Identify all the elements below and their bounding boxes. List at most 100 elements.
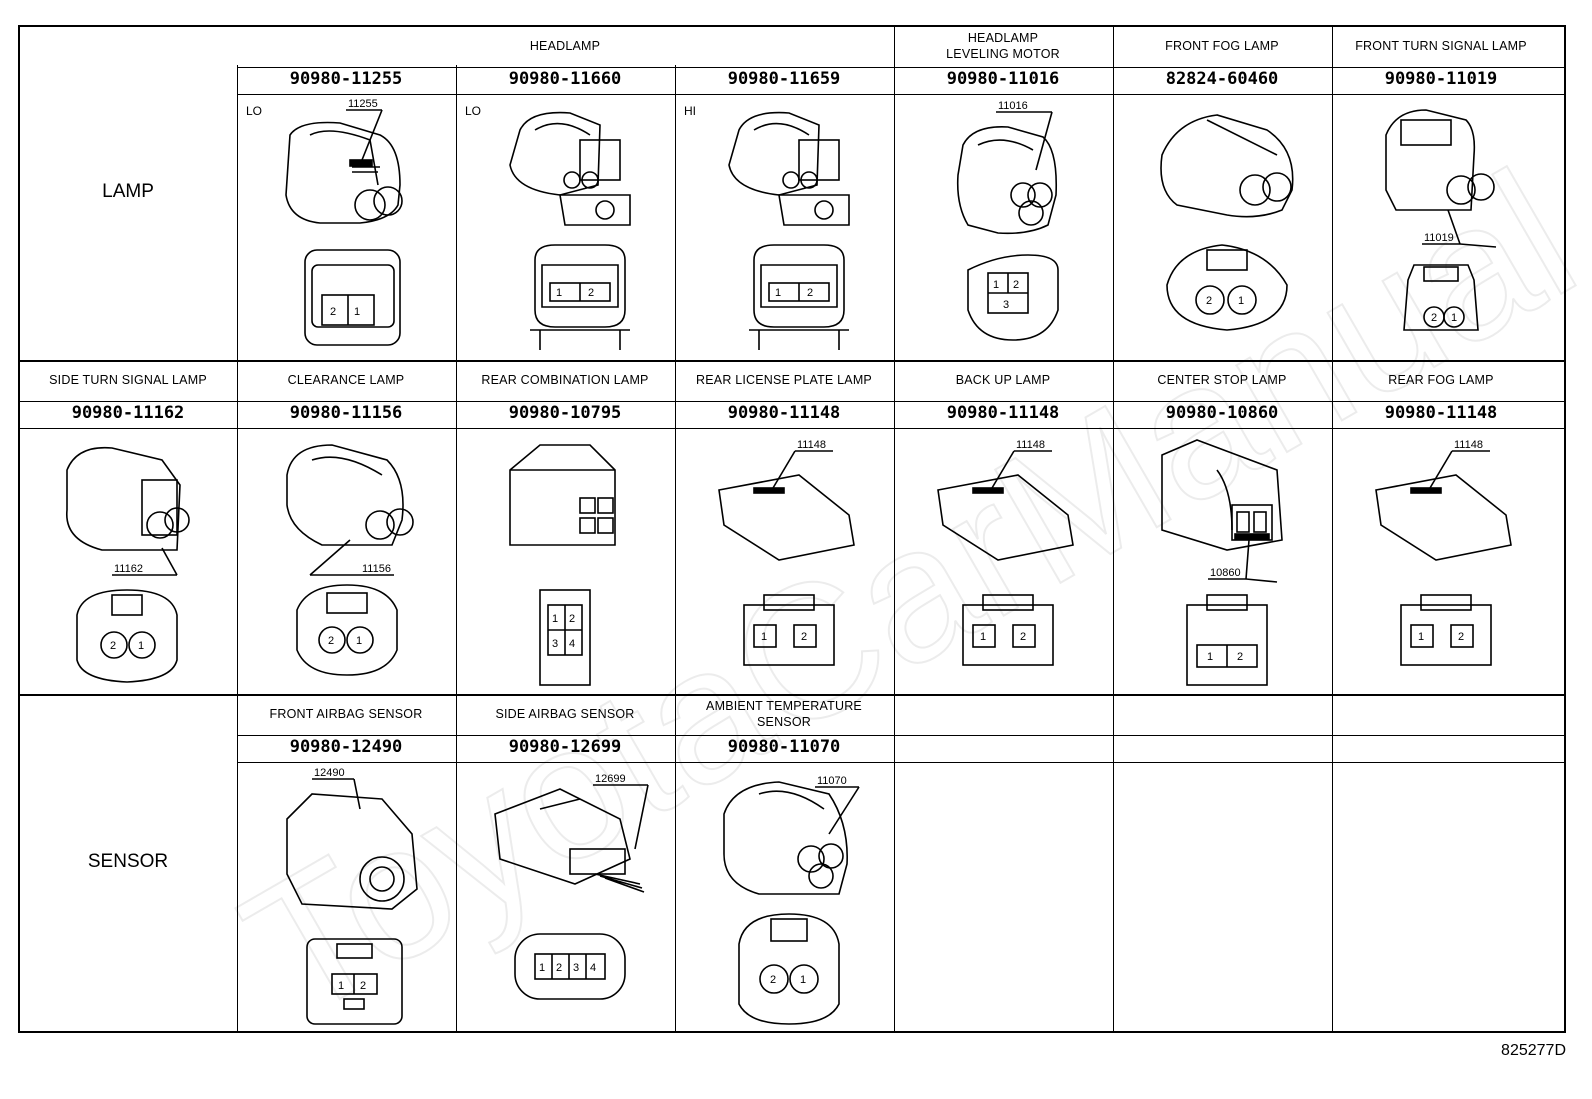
connector-table [18,25,1566,1033]
svg-text:1: 1 [1207,651,1213,663]
callout-label: 11148 [1016,439,1045,451]
svg-text:1: 1 [980,631,986,643]
header-clearance-lamp: CLEARANCE LAMP [287,373,405,387]
svg-text:2: 2 [1020,631,1026,643]
part-number: 90980-11162 [71,403,185,423]
svg-text:2: 2 [770,974,776,986]
part-number: 90980-11660 [508,69,622,89]
callout-label: 10860 [1210,567,1241,579]
part-number: 90980-11148 [1384,403,1498,423]
variant-tag: LO [246,104,263,118]
svg-text:4: 4 [569,638,575,650]
callout-label: 12699 [595,773,626,785]
svg-text:2: 2 [1237,651,1243,663]
header-rear-license-plate-lamp: REAR LICENSE PLATE LAMP [696,373,872,387]
connector-drawing: 2 1 [1137,95,1307,355]
part-number: 90980-11659 [727,69,841,89]
svg-text:1: 1 [775,287,781,299]
callout-label: 11148 [1454,439,1483,451]
svg-text:1: 1 [356,635,362,647]
svg-text:1: 1 [1418,631,1424,643]
header-side-airbag-sensor: SIDE AIRBAG SENSOR [495,707,635,721]
svg-text:1: 1 [556,287,562,299]
callout-label: 11255 [348,98,378,110]
variant-tag: LO [465,104,482,118]
connector-drawing: 11156 2 1 [262,430,432,690]
svg-text:1: 1 [1238,295,1244,307]
callout-label: 11162 [114,563,143,575]
part-number: 90980-12699 [508,737,622,757]
header-back-up-lamp: BACK UP LAMP [955,373,1051,387]
category-lamp: LAMP [102,181,154,202]
svg-text:1: 1 [1451,312,1457,324]
header-front-airbag-sensor: FRONT AIRBAG SENSOR [269,707,423,721]
connector-drawing: 11148 1 2 [699,430,869,690]
part-number: 90980-12490 [289,737,403,757]
svg-text:3: 3 [552,638,558,650]
svg-text:2: 2 [330,306,336,318]
svg-text:1: 1 [993,279,999,291]
svg-text:1: 1 [761,631,767,643]
connector-drawing: 1 2 [480,95,650,355]
part-number: 90980-10795 [508,403,622,423]
svg-text:1: 1 [552,613,558,625]
svg-text:2: 2 [801,631,807,643]
part-number: 90980-11156 [289,403,403,423]
svg-text:2: 2 [569,613,575,625]
connector-drawing: 11148 1 2 [1356,430,1526,690]
svg-text:2: 2 [1458,631,1464,643]
part-number: 90980-11148 [946,403,1060,423]
header-center-stop-lamp: CENTER STOP LAMP [1157,373,1287,387]
callout-label: 11016 [998,100,1028,112]
part-number: 90980-10860 [1165,403,1279,423]
part-number: 90980-11255 [289,69,403,89]
svg-text:2: 2 [328,635,334,647]
svg-text:1: 1 [354,306,360,318]
svg-text:4: 4 [590,962,596,974]
part-number: 82824-60460 [1165,69,1279,89]
part-number: 90980-11148 [727,403,841,423]
connector-drawing: 11019 2 1 [1356,95,1526,355]
connector-drawing: 10860 1 2 [1137,430,1307,690]
svg-text:1: 1 [539,962,545,974]
callout-label: 12490 [314,767,345,779]
connector-drawing: 11148 1 2 [918,430,1088,690]
svg-text:1: 1 [800,974,806,986]
header-headlamp: HEADLAMP [529,39,601,53]
connector-drawing: 11255 2 1 [260,95,430,355]
connector-drawing: 12490 1 2 [262,764,432,1029]
svg-text:3: 3 [1003,299,1009,311]
connector-drawing: 1 2 [699,95,869,355]
variant-tag: HI [684,104,696,118]
connector-drawing: 12699 1 2 3 4 [480,764,650,1029]
category-sensor: SENSOR [87,851,169,872]
part-number: 90980-11016 [946,69,1060,89]
svg-text:3: 3 [573,962,579,974]
svg-text:2: 2 [556,962,562,974]
svg-text:1: 1 [138,640,144,652]
svg-text:2: 2 [1431,312,1437,324]
connector-drawing: 1 2 3 4 [480,430,650,690]
svg-text:2: 2 [588,287,594,299]
header-rear-combination-lamp: REAR COMBINATION LAMP [481,373,649,387]
part-number: 90980-11019 [1384,69,1498,89]
svg-text:2: 2 [1206,295,1212,307]
svg-text:2: 2 [1013,279,1019,291]
header-front-fog-lamp: FRONT FOG LAMP [1165,39,1279,53]
callout-label: 11148 [797,439,826,451]
callout-label: 11070 [817,775,847,787]
document-id: 825277D [1501,1042,1566,1059]
svg-text:1: 1 [338,980,344,992]
svg-text:2: 2 [110,640,116,652]
header-side-turn-signal-lamp: SIDE TURN SIGNAL LAMP [49,373,207,387]
header-rear-fog-lamp: REAR FOG LAMP [1388,373,1494,387]
part-number: 90980-11070 [727,737,841,757]
connector-drawing: 11016 1 2 3 [918,95,1088,355]
connector-drawing: 11162 2 1 [42,430,212,690]
svg-text:2: 2 [807,287,813,299]
svg-text:2: 2 [360,980,366,992]
connector-drawing: 11070 2 1 [699,764,869,1029]
header-front-turn-signal-lamp: FRONT TURN SIGNAL LAMP [1355,39,1527,53]
